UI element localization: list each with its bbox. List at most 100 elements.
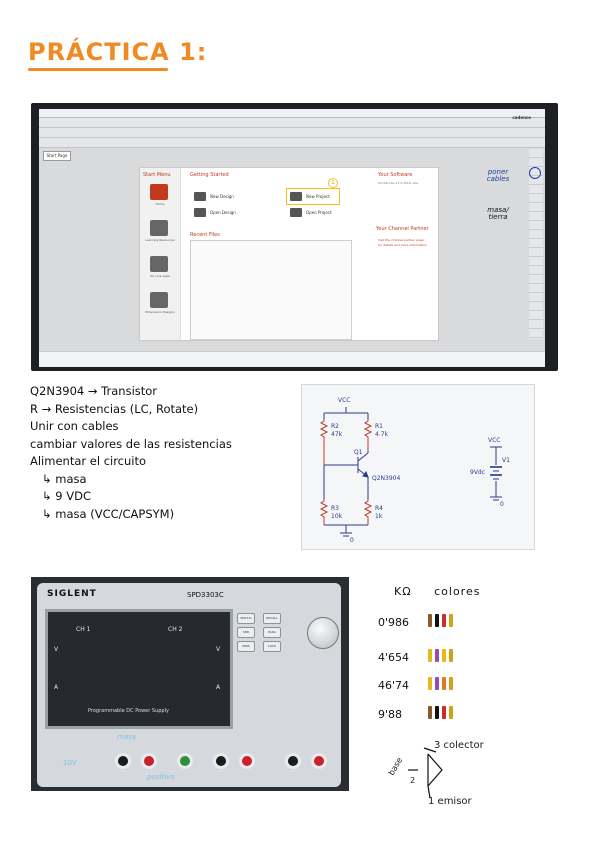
collector-label: 3 colector bbox=[434, 740, 484, 751]
model-label: SPD3303C bbox=[187, 591, 224, 599]
page-title: PRÁCTICA 1: bbox=[28, 38, 208, 66]
recent-files-list[interactable] bbox=[190, 240, 352, 340]
transistor-pinout-sketch: 3 colector base 2 1 emisor bbox=[380, 740, 490, 820]
ch3-negative-jack[interactable] bbox=[285, 753, 301, 769]
color-band bbox=[428, 614, 432, 627]
r4-value: 1k bbox=[375, 513, 383, 520]
status-bar bbox=[39, 351, 545, 367]
color-band bbox=[449, 614, 453, 627]
note-power-cables: poner cables bbox=[486, 168, 510, 183]
toolbar-row bbox=[39, 138, 545, 148]
color-band bbox=[449, 677, 453, 690]
lcd-display: CH 1 CH 2 V V A A Programmable DC Power … bbox=[45, 609, 233, 729]
siglent-logo: SIGLENT bbox=[47, 589, 97, 599]
r2-name: R2 bbox=[331, 423, 339, 430]
mult-d-button[interactable]: MULT-D bbox=[237, 613, 255, 624]
power-supply-photo: SIGLENT SPD3303C CH 1 CH 2 V V A A Progr… bbox=[31, 577, 349, 791]
new-design-label: New Design bbox=[210, 194, 234, 199]
r3-value: 10k bbox=[331, 513, 343, 520]
right-tool-palette[interactable] bbox=[529, 149, 543, 339]
title-underline bbox=[28, 68, 168, 71]
v1-value: 9Vdc bbox=[470, 469, 486, 476]
circuit-schematic: VCC R2 47k R1 4.7k Q1 Q2N3904 R3 10k R4 … bbox=[301, 384, 535, 550]
color-band bbox=[435, 677, 439, 690]
extensions-icon[interactable] bbox=[150, 292, 168, 308]
start-menu-title: Start Menu bbox=[143, 172, 171, 178]
ground-jack[interactable] bbox=[177, 753, 193, 769]
new-project-link[interactable]: New Project bbox=[290, 192, 330, 201]
inns-button[interactable]: INNS bbox=[237, 641, 255, 652]
color-band bbox=[435, 706, 439, 719]
color-row: 9'88 bbox=[378, 706, 456, 722]
ground-label: 0 bbox=[350, 537, 354, 544]
ch1-negative-jack[interactable] bbox=[115, 753, 131, 769]
new-design-icon bbox=[194, 192, 206, 201]
base-number: 2 bbox=[410, 776, 416, 785]
cadence-logo: cadence bbox=[512, 115, 531, 120]
color-band bbox=[428, 649, 432, 662]
start-menu-item[interactable]: Home bbox=[155, 202, 165, 206]
r4-name: R4 bbox=[375, 505, 383, 512]
open-project-icon bbox=[290, 208, 302, 217]
color-band bbox=[428, 677, 432, 690]
your-software-title: Your Software bbox=[378, 172, 413, 178]
start-menu-column: Start Menu Home Learning Resources On-Li… bbox=[140, 168, 181, 340]
new-project-highlight bbox=[286, 188, 340, 205]
channel-partner-title: Your Channel Partner bbox=[376, 226, 429, 232]
channel-partner-text: Visit the channel partner page for detai… bbox=[378, 238, 427, 247]
new-design-link[interactable]: New Design bbox=[194, 192, 234, 201]
color-bands bbox=[428, 677, 456, 693]
getting-started-title: Getting Started bbox=[190, 172, 229, 178]
v1-ground-label: 0 bbox=[500, 501, 504, 508]
r2-value: 47k bbox=[331, 431, 343, 438]
open-design-link[interactable]: Open Design bbox=[194, 208, 236, 217]
para-button[interactable]: PARA bbox=[263, 627, 281, 638]
open-project-link[interactable]: Open Project bbox=[290, 208, 332, 217]
your-software-text: OrCAD Lite 17.2 2016, Lite bbox=[378, 181, 419, 185]
recall-button[interactable]: RECALL bbox=[263, 613, 281, 624]
lock-button[interactable]: LOCK bbox=[263, 641, 281, 652]
open-design-label: Open Design bbox=[210, 210, 236, 215]
open-project-label: Open Project bbox=[306, 210, 332, 215]
r1-name: R1 bbox=[375, 423, 383, 430]
color-row: 0'986 bbox=[378, 614, 456, 630]
open-design-icon bbox=[194, 208, 206, 217]
a-right: A bbox=[216, 684, 221, 691]
note-line: Alimentar el circuito bbox=[30, 454, 147, 468]
ch1-positive-jack[interactable] bbox=[141, 753, 157, 769]
color-band bbox=[449, 706, 453, 719]
lightbulb-icon[interactable] bbox=[150, 220, 168, 236]
color-band bbox=[435, 649, 439, 662]
note-line: ↳ 9 VDC bbox=[42, 489, 92, 503]
adjust-knob[interactable] bbox=[307, 617, 339, 649]
note-positive: positivo bbox=[147, 773, 175, 781]
color-band bbox=[435, 614, 439, 627]
lcd-subtitle: Programmable DC Power Supply bbox=[88, 708, 169, 714]
ch3-positive-jack[interactable] bbox=[311, 753, 327, 769]
home-icon[interactable] bbox=[150, 184, 168, 200]
ch2-positive-jack[interactable] bbox=[239, 753, 255, 769]
color-band bbox=[442, 706, 446, 719]
r1-value: 4.7k bbox=[375, 431, 389, 438]
note-line: ↳ masa (VCC/CAPSYM) bbox=[42, 506, 175, 521]
colors-header: KΩ colores bbox=[394, 585, 480, 598]
color-band bbox=[442, 614, 446, 627]
start-menu-item[interactable]: Learning Resources bbox=[145, 238, 175, 242]
toolbar-row bbox=[39, 128, 545, 138]
color-band bbox=[442, 677, 446, 690]
color-band bbox=[428, 706, 432, 719]
start-menu-item[interactable]: On-Line Apps bbox=[150, 274, 170, 278]
r3-name: R3 bbox=[331, 505, 339, 512]
note-line: Q2N3904 → Transistor bbox=[30, 384, 158, 398]
resistor-value: 9'88 bbox=[378, 707, 403, 721]
color-bands bbox=[428, 614, 456, 630]
start-menu-item[interactable]: Extensions Designs bbox=[145, 310, 175, 314]
ch2-label: CH 2 bbox=[168, 626, 183, 633]
apps-icon[interactable] bbox=[150, 256, 168, 272]
ch2-negative-jack[interactable] bbox=[213, 753, 229, 769]
kohm-header: KΩ bbox=[394, 585, 412, 598]
ser-button[interactable]: SER bbox=[237, 627, 255, 638]
tab-start-page[interactable]: Start Page bbox=[43, 151, 71, 161]
color-bands bbox=[428, 706, 456, 722]
color-band bbox=[442, 649, 446, 662]
